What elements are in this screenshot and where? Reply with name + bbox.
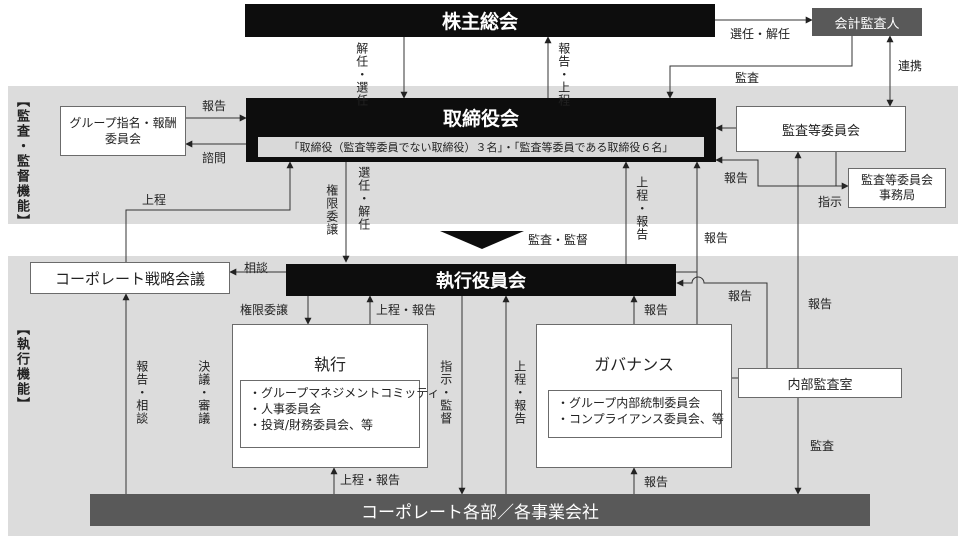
- label-report-office: 報告: [724, 171, 749, 185]
- label-instruction: 指示: [818, 195, 843, 209]
- label-submit-report-execution: 上程・報告: [376, 303, 437, 317]
- arrow-committee-to-office: [835, 152, 849, 190]
- label-submit-report-exec: 上程・報告: [634, 176, 649, 241]
- corporate-departments: コーポレート各部／各事業会社: [90, 494, 870, 526]
- label-report-nomination: 報告: [202, 99, 227, 113]
- label-submit-report-depts: 上程・報告: [512, 360, 527, 425]
- governance-item: ・コンプライアンス委員会、等: [557, 412, 724, 426]
- audit-committee: 監査等委員会: [736, 106, 906, 152]
- label-report-internal-board: 報告: [704, 231, 729, 245]
- label-elect-dismiss-shareholders: 解任・選任: [354, 42, 369, 107]
- group-nomination-committee: グループ指名・報酬委員会: [60, 106, 186, 156]
- group-nomination-label: グループ指名・報酬委員会: [69, 116, 177, 146]
- execution-committee-list: ・グループマネジメントコミッティ ・人事委員会 ・投資/財務委員会、等: [240, 380, 440, 448]
- label-audit-auditor: 監査: [735, 71, 760, 85]
- arrow-auditor-to-board: [666, 36, 853, 99]
- audit-office-label: 監査等委員会事務局: [860, 173, 933, 202]
- audit-section-label: 【監査・監督機能】: [14, 94, 29, 229]
- label-report-internal-exec: 報告: [728, 289, 753, 303]
- board-composition-note: 「取締役（監査等委員でない取締役）３名」・「監査等委員である取締役６名」: [258, 137, 704, 157]
- label-resolution: 決議・審議: [196, 360, 211, 425]
- accounting-auditor: 会計監査人: [812, 8, 922, 36]
- label-audit-depts: 監査: [810, 439, 835, 453]
- label-cooperation: 連携: [898, 59, 923, 73]
- label-audit-supervise: 監査・監督: [528, 233, 589, 247]
- label-elect-dismiss-auditor: 選任・解任: [730, 27, 791, 41]
- label-delegation-exec: 権限委譲: [240, 303, 289, 317]
- label-inquiry: 諮問: [202, 151, 227, 165]
- label-consult: 相談: [244, 261, 269, 275]
- executive-officers-meeting: 執行役員会: [286, 264, 676, 296]
- label-report-depts-governance: 報告: [644, 475, 669, 489]
- label-report-internal-committee: 報告: [808, 297, 833, 311]
- label-submit-report-depts-execution: 上程・報告: [340, 473, 401, 487]
- corporate-strategy-meeting: コーポレート戦略会議: [30, 262, 230, 294]
- label-elect-dismiss-exec: 選任・解任: [356, 166, 371, 231]
- execution-item: ・人事委員会: [249, 402, 322, 416]
- audit-committee-office: 監査等委員会事務局: [848, 168, 946, 208]
- label-report-governance: 報告: [644, 303, 669, 317]
- label-report-submit-board: 報告・上程: [556, 42, 571, 107]
- internal-audit-office: 内部監査室: [738, 368, 902, 398]
- governance-title: ガバナンス: [594, 355, 674, 374]
- governance-committee-list: ・グループ内部統制委員会 ・コンプライアンス委員会、等: [548, 390, 724, 438]
- execution-title: 執行: [313, 355, 346, 374]
- execution-item: ・投資/財務委員会、等: [249, 418, 374, 432]
- board-title: 取締役会: [442, 108, 519, 130]
- supervision-chevron: [440, 231, 524, 249]
- label-delegation-board: 権限委譲: [324, 184, 339, 236]
- label-instruct-supervise: 指示・監督: [438, 360, 453, 425]
- governance-item: ・グループ内部統制委員会: [557, 396, 701, 410]
- execution-section-label: 【執行機能】: [14, 322, 29, 412]
- label-report-consult: 報告・相談: [134, 360, 149, 425]
- arrow-strategy-to-board: [125, 161, 294, 262]
- execution-item: ・グループマネジメントコミッティ: [249, 386, 440, 400]
- board-of-directors: 取締役会 「取締役（監査等委員でない取締役）３名」・「監査等委員である取締役６名…: [246, 98, 716, 162]
- arrow-internal-to-exec: [676, 276, 768, 368]
- arrow-office-to-board: [715, 156, 848, 187]
- shareholders-meeting: 株主総会: [245, 4, 715, 37]
- label-submit-strategy: 上程: [142, 193, 167, 207]
